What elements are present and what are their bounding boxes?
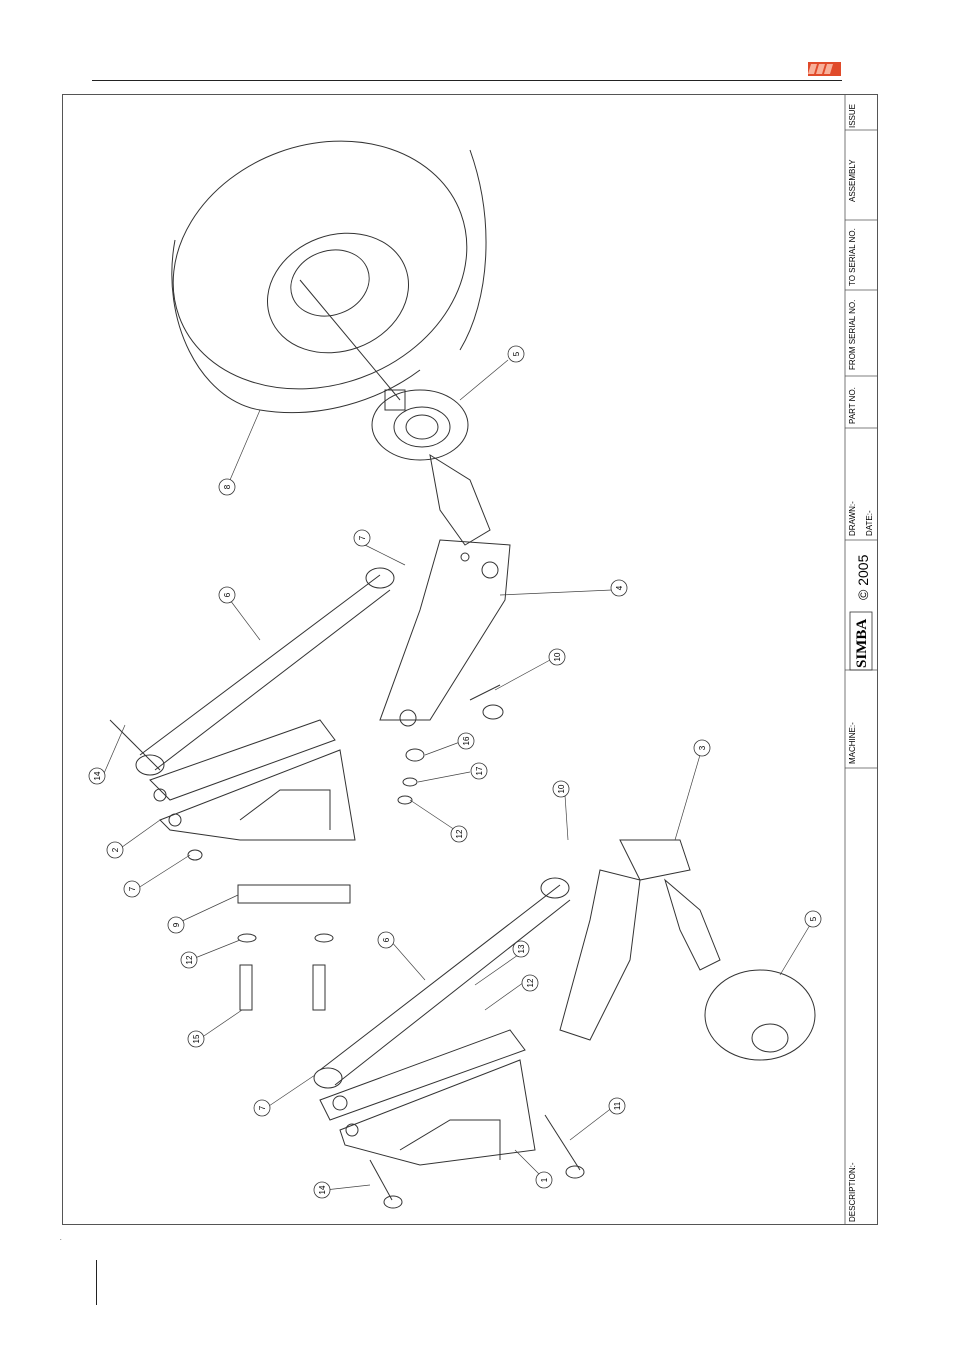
- callout-label: 10: [557, 784, 566, 793]
- callout-label: 15: [192, 1034, 201, 1043]
- callout-label: 1: [540, 1177, 549, 1182]
- hub-drawing: [372, 390, 468, 460]
- tb-copyright: © 2005: [855, 554, 871, 600]
- footer-rule: [96, 1260, 97, 1305]
- tb-to-serial: TO SERIAL NO.: [848, 228, 857, 286]
- callout-label: 16: [462, 736, 471, 745]
- callout-label: 12: [185, 955, 194, 964]
- callout-label: 4: [615, 585, 624, 590]
- callout-label: 7: [128, 886, 137, 891]
- tb-issue: ISSUE: [848, 104, 857, 128]
- plate-9-drawing: [238, 885, 350, 1010]
- footer-mark: .: [60, 1236, 62, 1242]
- callout-label: 11: [613, 1101, 622, 1110]
- callout-label: 7: [258, 1105, 267, 1110]
- callout-label: 5: [512, 351, 521, 356]
- callout-label: 7: [358, 535, 367, 540]
- spindle-arm-3-drawing: [560, 840, 815, 1060]
- callout-label: 8: [223, 484, 232, 489]
- callout-label: 5: [809, 916, 818, 921]
- spindle-arm-drawing: [380, 455, 510, 726]
- callout-label: 6: [223, 592, 232, 597]
- callout-label: 13: [517, 944, 526, 953]
- tb-machine: MACHINE:-: [848, 722, 857, 764]
- bracket-2-drawing: [150, 720, 355, 840]
- callout-label: 12: [526, 978, 535, 987]
- callout-label: 17: [475, 766, 484, 775]
- tb-brand: SIMBA: [854, 619, 870, 668]
- callout-label: 14: [318, 1185, 327, 1194]
- callout-label: 6: [382, 937, 391, 942]
- callout-label: 9: [172, 922, 181, 927]
- tb-drawn: DRAWN:-: [848, 501, 857, 536]
- callout-label: 10: [553, 652, 562, 661]
- tb-date: DATE:-: [865, 510, 874, 536]
- callout-label: 2: [111, 847, 120, 852]
- callout-circles: [89, 346, 821, 1198]
- callout-label: 12: [455, 829, 464, 838]
- tyre-drawing: [138, 101, 502, 429]
- callout-label: 14: [93, 771, 102, 780]
- tb-assembly: ASSEMBLY: [848, 159, 857, 202]
- tb-description: DESCRIPTION:-: [848, 1162, 857, 1222]
- callout-label: 3: [698, 745, 707, 750]
- tb-from-serial: FROM SERIAL NO.: [848, 300, 857, 370]
- tb-part-no: PART NO.: [848, 387, 857, 424]
